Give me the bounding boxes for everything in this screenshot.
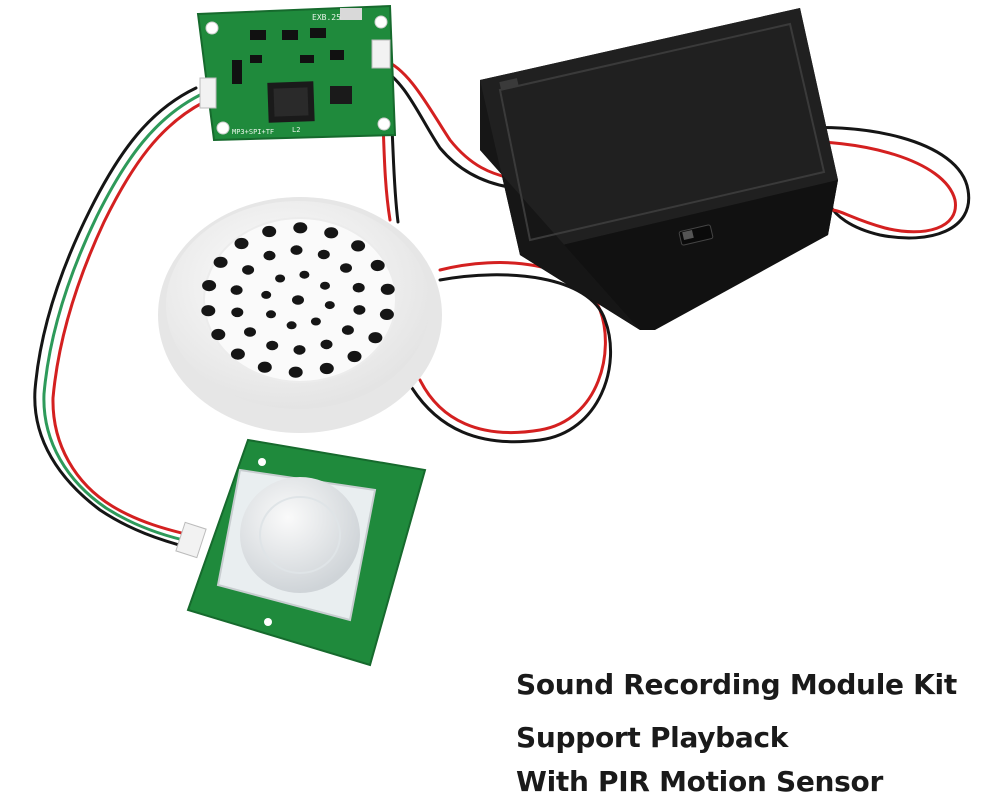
- speaker-hole: [201, 305, 216, 317]
- speaker-hole: [266, 340, 279, 351]
- speaker-hole: [242, 265, 255, 275]
- recording-module-board: EXB.25 MP3+SPI+TF L2: [196, 4, 397, 142]
- speaker-hole: [213, 256, 228, 268]
- caption-line-3: With PIR Motion Sensor: [516, 765, 883, 798]
- speaker-hole: [231, 307, 244, 318]
- speaker-hole: [261, 290, 272, 299]
- speaker-hole: [202, 280, 217, 292]
- battery-cable: [378, 58, 522, 190]
- speaker-hole: [353, 305, 366, 315]
- speaker-hole: [324, 227, 339, 239]
- speaker-hole: [299, 270, 310, 279]
- speaker-hole: [347, 350, 362, 363]
- speaker-cable-loop: [410, 261, 613, 444]
- speaker-hole: [320, 339, 333, 350]
- speaker-hole: [292, 295, 304, 305]
- speaker-hole: [257, 361, 272, 373]
- speaker-hole: [263, 250, 276, 261]
- speaker-hole: [351, 240, 366, 252]
- speaker-hole: [262, 225, 277, 238]
- battery-tail-cable: [778, 126, 971, 240]
- battery-box: [480, 8, 838, 330]
- speaker-hole: [211, 328, 226, 341]
- speaker-hole: [319, 362, 334, 375]
- speaker-hole: [368, 332, 383, 344]
- board-footer-label: MP3+SPI+TF: [232, 128, 274, 136]
- speaker-hole: [286, 321, 297, 330]
- pir-motion-sensor: [175, 438, 427, 667]
- speaker-hole: [324, 301, 335, 310]
- board-model-label: EXB.25: [312, 13, 341, 22]
- speaker-hole: [290, 245, 303, 255]
- pir-cable: [33, 86, 206, 550]
- speaker-hole: [293, 345, 306, 355]
- speaker-hole: [380, 283, 395, 295]
- speaker: [158, 197, 442, 433]
- slide-switch-icon: [678, 224, 714, 246]
- speaker-hole: [310, 317, 321, 326]
- speaker-hole: [266, 310, 276, 319]
- speaker-hole: [370, 259, 385, 272]
- speaker-hole: [234, 237, 249, 250]
- speaker-hole: [352, 282, 365, 293]
- speaker-hole: [244, 327, 256, 337]
- board-l2-label: L2: [292, 126, 300, 134]
- speaker-hole: [317, 249, 330, 260]
- speaker-hole: [341, 325, 354, 335]
- speaker-hole: [230, 348, 245, 360]
- speaker-hole: [293, 222, 308, 234]
- caption-line-2: Support Playback: [516, 721, 789, 754]
- speaker-hole: [320, 281, 330, 290]
- speaker-grille: [201, 222, 395, 378]
- speaker-hole: [379, 308, 394, 320]
- caption-line-1: Sound Recording Module Kit: [516, 668, 957, 701]
- speaker-hole: [230, 285, 243, 295]
- speaker-hole: [275, 274, 286, 283]
- speaker-hole: [288, 366, 303, 378]
- speaker-hole: [340, 263, 352, 273]
